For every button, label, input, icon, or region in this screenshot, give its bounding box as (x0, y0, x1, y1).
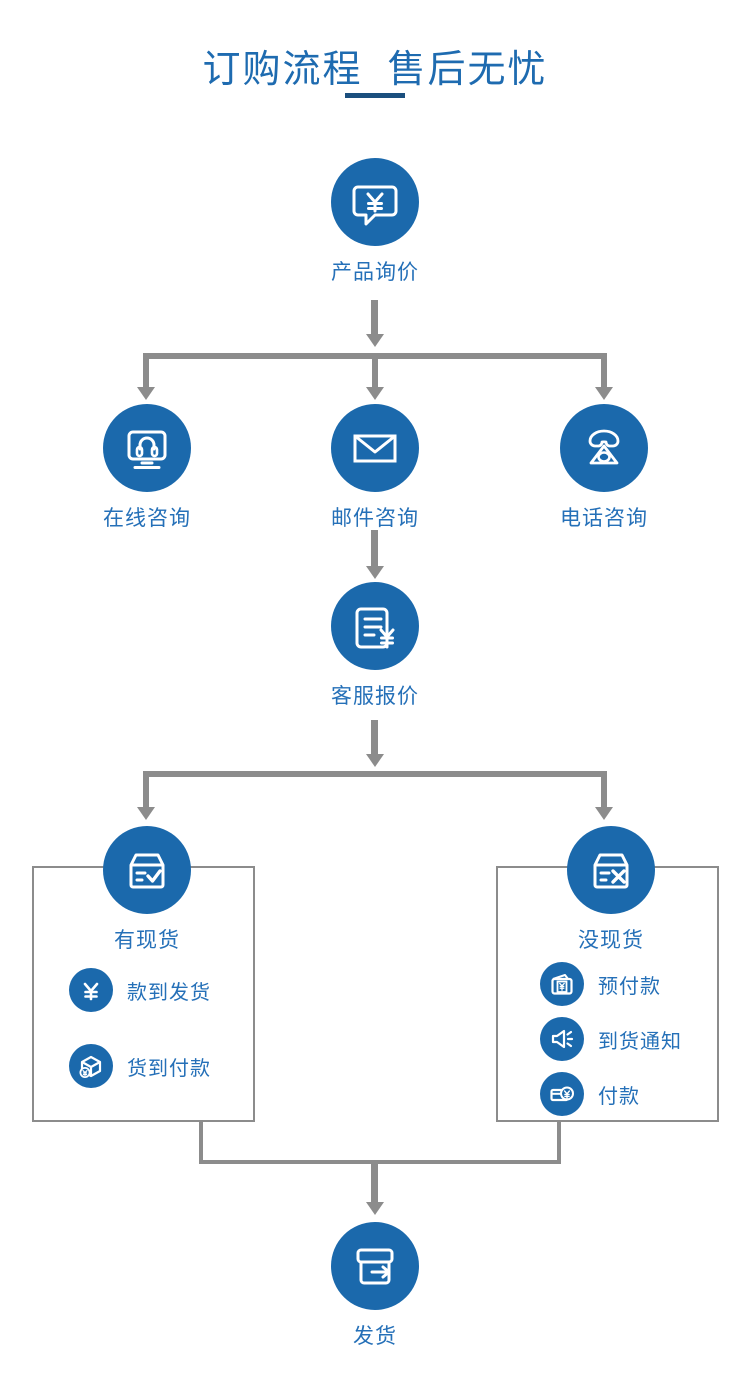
telephone-icon (577, 421, 631, 475)
sub-item-cash-on-delivery[interactable]: 货到付款 (69, 1044, 211, 1088)
node-label: 邮件咨询 (331, 507, 419, 530)
node-label: 产品询价 (331, 261, 419, 284)
sub-item-label: 预付款 (598, 975, 661, 998)
arrowhead-quote-down (366, 754, 384, 767)
connector-merge-down (371, 1164, 378, 1204)
card-yen-icon (548, 1080, 576, 1108)
online-consult-circle (103, 404, 191, 492)
arrowhead-stock-left (137, 807, 155, 820)
page-title: 订购流程 售后无忧 (202, 49, 548, 91)
speech-bubble-yen-icon (348, 175, 402, 229)
connector-start-down (371, 300, 378, 336)
sub-item-payment[interactable]: 付款 (540, 1072, 640, 1116)
split-leg-stock-right (601, 771, 607, 809)
arrowhead-consult-right (595, 387, 613, 400)
node-label: 客服报价 (331, 685, 419, 708)
arrowhead-start-down (366, 334, 384, 347)
product-inquiry-circle (331, 158, 419, 246)
node-label: 在线咨询 (103, 507, 191, 530)
sub-item-arrival-notice[interactable]: 到货通知 (540, 1017, 682, 1061)
email-consult-circle (331, 404, 419, 492)
sub-icon-wrap (540, 1017, 584, 1061)
sub-item-payment-before-ship[interactable]: 款到发货 (69, 968, 211, 1012)
sub-icon-wrap (69, 1044, 113, 1088)
split-leg-stock-left (143, 771, 149, 809)
sub-item-label: 到货通知 (598, 1030, 682, 1053)
envelope-icon (348, 421, 402, 475)
phone-consult-circle (560, 404, 648, 492)
merge-leg-left (199, 1122, 203, 1164)
in-stock-circle (103, 826, 191, 914)
node-label: 发货 (353, 1325, 397, 1348)
box-x-icon (584, 843, 638, 897)
sub-icon-wrap (69, 968, 113, 1012)
node-in-stock[interactable]: 有现货 (103, 826, 191, 954)
node-service-quote[interactable]: 客服报价 (315, 582, 435, 710)
sub-item-prepayment[interactable]: 预付款 (540, 962, 661, 1006)
sub-icon-wrap (540, 1072, 584, 1116)
node-label: 电话咨询 (560, 507, 648, 530)
split-leg-left (143, 353, 149, 389)
connector-quote-down (371, 720, 378, 756)
arrowhead-merge-down (366, 1202, 384, 1215)
node-email-consult[interactable]: 邮件咨询 (315, 404, 435, 532)
sub-icon-wrap (540, 962, 584, 1006)
service-quote-circle (331, 582, 419, 670)
out-of-stock-circle (567, 826, 655, 914)
sub-item-label: 款到发货 (127, 981, 211, 1004)
merge-leg-right (557, 1122, 561, 1164)
monitor-headset-icon (120, 421, 174, 475)
arrowhead-email-quote (366, 566, 384, 579)
node-out-of-stock[interactable]: 没现货 (567, 826, 655, 954)
arrowhead-consult-mid (366, 387, 384, 400)
document-yen-icon (348, 599, 402, 653)
sub-item-label: 付款 (598, 1085, 640, 1108)
package-yen-icon (77, 1052, 105, 1080)
node-label: 有现货 (114, 929, 180, 952)
sub-item-label: 货到付款 (127, 1057, 211, 1080)
node-ship[interactable]: 发货 (315, 1222, 435, 1350)
node-phone-consult[interactable]: 电话咨询 (544, 404, 664, 532)
box-check-icon (120, 843, 174, 897)
node-label: 没现货 (578, 929, 644, 952)
merge-bar (199, 1160, 561, 1164)
title-underline (345, 93, 405, 98)
arrowhead-stock-right (595, 807, 613, 820)
ship-circle (331, 1222, 419, 1310)
speaker-icon (548, 1025, 576, 1053)
connector-email-quote (371, 530, 378, 568)
yen-icon (78, 977, 104, 1003)
wallet-yen-icon (548, 970, 576, 998)
node-online-consult[interactable]: 在线咨询 (87, 404, 207, 532)
box-arrow-out-icon (348, 1239, 402, 1293)
split-leg-right (601, 353, 607, 389)
node-product-inquiry[interactable]: 产品询价 (315, 158, 435, 286)
split-bar-stock (143, 771, 607, 777)
arrowhead-consult-left (137, 387, 155, 400)
split-leg-mid (372, 353, 378, 389)
